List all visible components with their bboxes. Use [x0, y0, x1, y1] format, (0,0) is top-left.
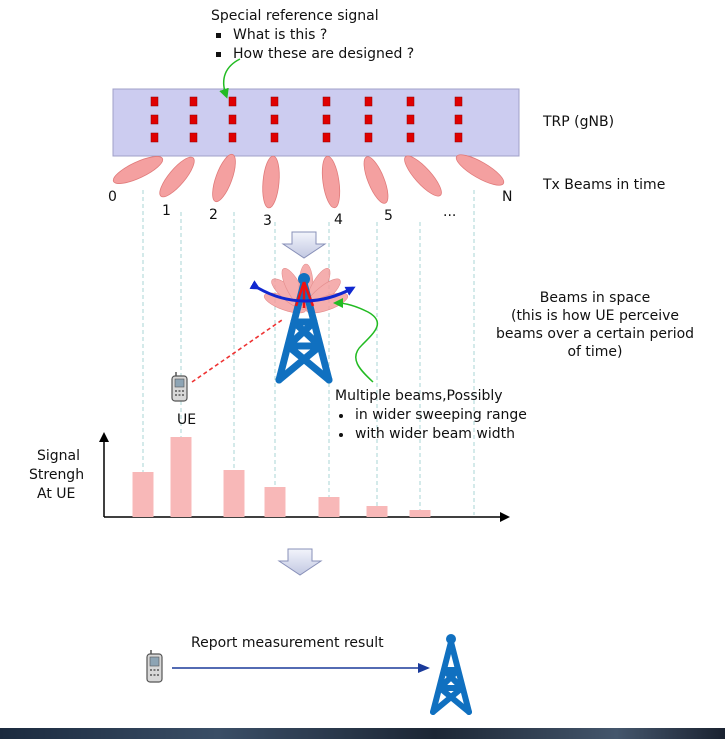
- report-tower-top: [446, 634, 456, 644]
- signal-axis-line: Strengh: [29, 467, 85, 483]
- rs-block: [189, 132, 198, 143]
- tx-beam-1: [159, 156, 195, 198]
- beam-index-0: 0: [108, 189, 117, 205]
- multiple-beams-bullet: with wider beam width: [333, 425, 527, 444]
- down-arrow-icon: [277, 548, 323, 576]
- beams-in-space-line: beams over a certain period: [495, 326, 695, 342]
- rs-block: [228, 96, 237, 107]
- signal-bar-7: [409, 510, 431, 517]
- rs-block: [454, 132, 463, 143]
- beams-in-space-line: Beams in space: [539, 290, 651, 306]
- rs-block: [228, 114, 237, 125]
- rs-block: [150, 96, 159, 107]
- signal-bar-2: [170, 437, 192, 517]
- ue-phone-icon: [171, 372, 188, 402]
- callout-bullet: How these are designed ?: [211, 45, 414, 64]
- beam-index-n: N: [502, 189, 513, 205]
- multiple-beams-bullet: in wider sweeping range: [333, 406, 527, 425]
- tx-beam-2: [212, 153, 236, 203]
- signal-bar-5: [318, 497, 340, 517]
- report-gnb-tower-icon: [430, 639, 472, 715]
- report-label: Report measurement result: [191, 635, 384, 651]
- signal-bar-6: [366, 506, 388, 517]
- rs-block: [322, 132, 331, 143]
- tx-beams-label: Tx Beams in time: [543, 177, 666, 193]
- beam-index-3: 3: [263, 213, 272, 229]
- rs-block: [406, 96, 415, 107]
- signal-bar-3: [223, 470, 245, 517]
- beam-index-1: 1: [162, 203, 171, 219]
- multiple-beams-bullets: in wider sweeping range with wider beam …: [333, 406, 527, 444]
- rs-block: [364, 96, 373, 107]
- tx-beam-4: [321, 155, 341, 209]
- signal-bar-4: [264, 487, 286, 517]
- rs-block: [454, 114, 463, 125]
- beams-in-space-line: of time): [567, 344, 623, 360]
- rs-block: [270, 132, 279, 143]
- rs-block: [322, 114, 331, 125]
- reference-signal-blocks: [150, 96, 463, 143]
- rs-block: [228, 132, 237, 143]
- tx-beam-5: [363, 156, 389, 204]
- beam-sweep-arrow: [249, 280, 356, 303]
- rs-block: [270, 114, 279, 125]
- beam-index-2: 2: [209, 207, 218, 223]
- tx-beam-n: [455, 154, 505, 186]
- tx-beam-3: [262, 155, 280, 209]
- callout-title: Special reference signal: [211, 8, 379, 24]
- multiple-beams-label: Multiple beams,Possibly: [335, 388, 503, 404]
- rs-block: [322, 96, 331, 107]
- rs-block: [454, 96, 463, 107]
- tx-beams: [112, 153, 505, 209]
- signal-axis-line: Signal: [37, 448, 81, 464]
- rs-block: [406, 132, 415, 143]
- rs-block: [150, 132, 159, 143]
- callout-bullet: What is this ?: [211, 26, 414, 45]
- signal-bar-1: [132, 472, 154, 517]
- bottom-band: [0, 728, 725, 739]
- signal-axis-line: At UE: [37, 486, 76, 502]
- callout-bullets: What is this ? How these are designed ?: [211, 26, 414, 64]
- multiple-beams-arrow: [333, 298, 379, 383]
- beam-index-4: 4: [334, 212, 343, 228]
- trp-label: TRP (gNB): [543, 114, 615, 130]
- rs-block: [406, 114, 415, 125]
- tx-beam-6: [404, 155, 442, 197]
- ue-label: UE: [177, 412, 197, 428]
- callout-arrow: [219, 58, 241, 99]
- beams-in-space-line: (this is how UE perceive: [510, 308, 680, 324]
- rs-block: [189, 114, 198, 125]
- rs-block: [150, 114, 159, 125]
- trp-box: [112, 88, 520, 157]
- down-arrow-icon: [281, 231, 327, 259]
- rs-block: [364, 132, 373, 143]
- rs-block: [189, 96, 198, 107]
- report-ue-phone-icon: [146, 650, 163, 683]
- tx-beam-0: [112, 156, 164, 184]
- rs-block: [270, 96, 279, 107]
- beam-index-5: 5: [384, 208, 393, 224]
- rs-block: [364, 114, 373, 125]
- signal-bars: [132, 437, 431, 517]
- beam-index-ellipsis: ...: [443, 204, 457, 220]
- ue-link-line: [191, 319, 283, 383]
